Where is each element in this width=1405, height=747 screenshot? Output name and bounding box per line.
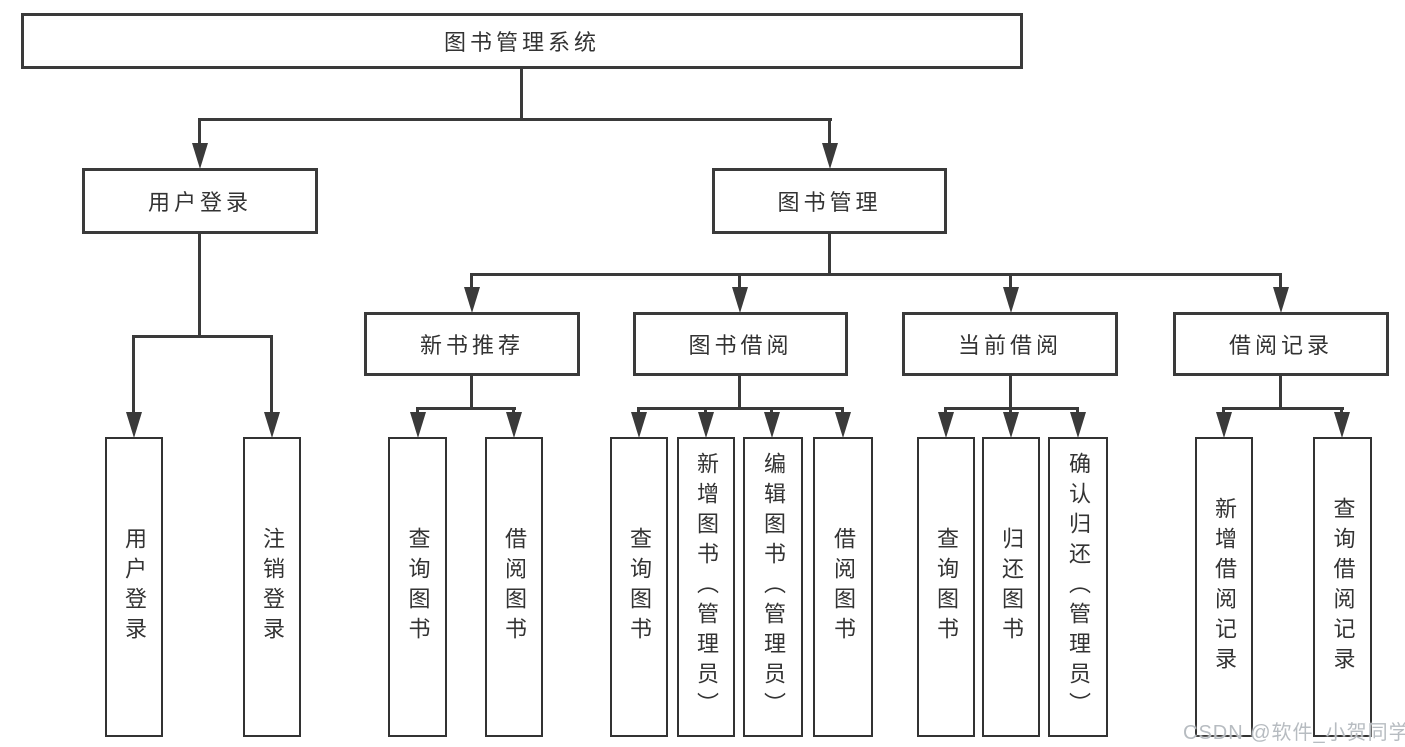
arrowhead-down-login-leaf <box>126 412 142 438</box>
node-book-management-label: 图书管理 <box>777 190 882 215</box>
connector-nb-hline <box>416 407 516 410</box>
connector-drop-nb-borrow <box>512 407 515 415</box>
leaf-bb-edit-books-admin: 编辑图书（管理员） <box>743 437 803 737</box>
node-book-borrow: 图书借阅 <box>633 312 848 376</box>
connector-mgmt-stem <box>828 231 831 276</box>
leaf-cb-query-books-label: 查询图书 <box>934 527 959 647</box>
arrowhead-down-book-management <box>822 143 838 169</box>
connector-drop-book-management <box>828 118 831 146</box>
leaf-bb-query-books: 查询图书 <box>610 437 668 737</box>
leaf-br-query-record-label: 查询借阅记录 <box>1330 497 1356 677</box>
connector-drop-book-borrow <box>738 273 741 289</box>
leaf-bb-borrow-books: 借阅图书 <box>813 437 873 737</box>
arrowhead-down-br-add <box>1216 412 1232 438</box>
node-book-management: 图书管理 <box>712 168 947 234</box>
arrowhead-down-user-login <box>192 143 208 169</box>
leaf-user-login: 用户登录 <box>105 437 163 737</box>
arrowhead-down-cb-return <box>1003 412 1019 438</box>
connector-drop-br-query <box>1340 407 1343 415</box>
leaf-br-add-record: 新增借阅记录 <box>1195 437 1253 737</box>
connector-drop-bb-edit <box>770 407 773 415</box>
leaf-bb-borrow-books-label: 借阅图书 <box>831 527 856 647</box>
node-borrow-records-label: 借阅记录 <box>1228 333 1333 358</box>
leaf-logout-label: 注销登录 <box>260 527 285 647</box>
arrowhead-down-borrow-records <box>1273 287 1289 313</box>
arrowhead-down-nb-query <box>410 412 426 438</box>
connector-drop-borrow-records <box>1279 273 1282 289</box>
leaf-bb-query-books-label: 查询图书 <box>627 527 652 647</box>
connector-root-stem <box>520 68 523 120</box>
arrowhead-down-new-book <box>464 287 480 313</box>
leaf-nb-query-books: 查询图书 <box>388 437 447 737</box>
leaf-user-login-label: 用户登录 <box>122 527 147 647</box>
leaf-cb-query-books: 查询图书 <box>917 437 975 737</box>
csdn-watermark: CSDN @软件_小贺同学 <box>1183 722 1405 744</box>
connector-user-hline <box>132 335 273 338</box>
connector-mgmt-hline <box>470 273 1282 276</box>
node-book-borrow-label: 图书借阅 <box>688 333 793 358</box>
connector-root-hline <box>198 118 832 121</box>
arrowhead-down-book-borrow <box>732 287 748 313</box>
connector-drop-login-leaf <box>132 335 135 413</box>
connector-drop-bb-borrow <box>841 407 844 415</box>
node-new-book-recommend: 新书推荐 <box>364 312 580 376</box>
leaf-cb-confirm-return-admin: 确认归还（管理员） <box>1048 437 1108 737</box>
connector-bb-stem <box>738 374 741 410</box>
leaf-br-query-record: 查询借阅记录 <box>1313 437 1372 737</box>
arrowhead-down-current-borrow <box>1003 287 1019 313</box>
connector-bb-hline <box>637 407 844 410</box>
connector-drop-user-login <box>198 118 201 146</box>
connector-drop-logout-leaf <box>270 335 273 413</box>
leaf-nb-borrow-books-label: 借阅图书 <box>502 527 527 647</box>
connector-drop-cb-confirm <box>1076 407 1079 415</box>
node-new-book-recommend-label: 新书推荐 <box>419 333 524 358</box>
connector-br-stem <box>1279 374 1282 410</box>
connector-drop-new-book <box>470 273 473 289</box>
connector-nb-stem <box>470 374 473 410</box>
connector-br-hline <box>1222 407 1344 410</box>
leaf-nb-borrow-books: 借阅图书 <box>485 437 543 737</box>
leaf-cb-return-books: 归还图书 <box>982 437 1040 737</box>
node-current-borrow: 当前借阅 <box>902 312 1118 376</box>
connector-drop-bb-add <box>704 407 707 415</box>
node-library-system: 图书管理系统 <box>21 13 1023 69</box>
leaf-cb-return-books-label: 归还图书 <box>999 527 1024 647</box>
connector-user-stem <box>198 231 201 338</box>
arrowhead-down-bb-query <box>631 412 647 438</box>
arrowhead-down-cb-confirm <box>1070 412 1086 438</box>
leaf-bb-add-books-admin-label: 新增图书（管理员） <box>694 452 719 722</box>
node-user-login-label: 用户登录 <box>147 190 252 215</box>
arrowhead-down-logout-leaf <box>264 412 280 438</box>
arrowhead-down-br-query <box>1334 412 1350 438</box>
node-current-borrow-label: 当前借阅 <box>957 333 1062 358</box>
arrowhead-down-bb-borrow <box>835 412 851 438</box>
node-borrow-records: 借阅记录 <box>1173 312 1389 376</box>
connector-cb-stem <box>1009 374 1012 410</box>
connector-drop-bb-query <box>637 407 640 415</box>
leaf-br-add-record-label: 新增借阅记录 <box>1212 497 1237 677</box>
leaf-cb-confirm-return-admin-label: 确认归还（管理员） <box>1066 452 1091 722</box>
connector-drop-br-add <box>1222 407 1225 415</box>
leaf-bb-edit-books-admin-label: 编辑图书（管理员） <box>761 452 786 722</box>
connector-drop-cb-return <box>1009 407 1012 415</box>
node-user-login: 用户登录 <box>82 168 318 234</box>
arrowhead-down-nb-borrow <box>506 412 522 438</box>
arrowhead-down-cb-query <box>938 412 954 438</box>
leaf-logout: 注销登录 <box>243 437 301 737</box>
leaf-bb-add-books-admin: 新增图书（管理员） <box>677 437 735 737</box>
arrowhead-down-bb-add <box>698 412 714 438</box>
node-library-system-label: 图书管理系统 <box>443 30 600 55</box>
leaf-nb-query-books-label: 查询图书 <box>405 527 431 647</box>
connector-drop-cb-query <box>944 407 947 415</box>
connector-drop-current-borrow <box>1009 273 1012 289</box>
arrowhead-down-bb-edit <box>764 412 780 438</box>
connector-drop-nb-query <box>416 407 419 415</box>
